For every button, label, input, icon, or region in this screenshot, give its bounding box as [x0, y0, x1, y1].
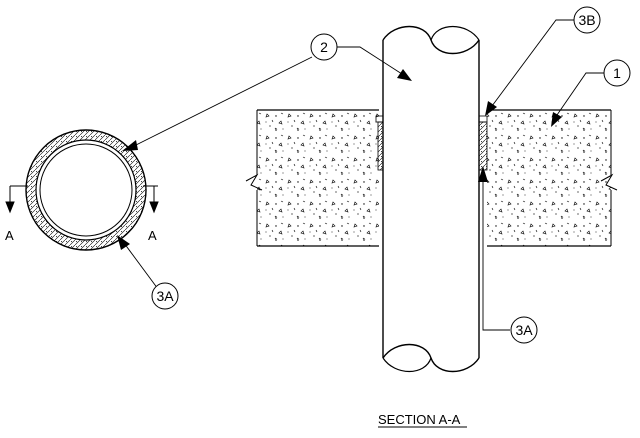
- callout-3a-section-label: 3A: [515, 322, 533, 338]
- leader-3a-section: [478, 166, 510, 331]
- concrete-slab-left: [245, 109, 379, 247]
- concrete-slab-right: [487, 109, 618, 247]
- callout-3b-label: 3B: [578, 12, 595, 28]
- pipe-plan-ring: [25, 129, 147, 251]
- section-mark-left: A: [5, 228, 14, 243]
- leader-3a-plan: [117, 235, 159, 290]
- section-mark-right: A: [148, 228, 157, 243]
- leader-3b: [485, 19, 574, 116]
- callout-2: 2: [310, 33, 338, 61]
- leader-1: [551, 72, 604, 127]
- callout-1: 1: [603, 59, 631, 87]
- plan-view: A A 3A: [5, 56, 313, 310]
- callout-3a-section: 3A: [510, 316, 538, 344]
- leader-2-section: [337, 46, 412, 81]
- callout-3a-plan-label: 3A: [156, 288, 174, 304]
- section-view: 2 3B 1 3A: [245, 6, 631, 428]
- leader-2-plan: [122, 56, 313, 151]
- section-title-text: SECTION A-A: [378, 412, 461, 427]
- callout-3a-plan: 3A: [151, 282, 179, 310]
- pipe-section: [382, 25, 480, 373]
- callout-2-label: 2: [320, 39, 328, 55]
- callout-3b: 3B: [573, 6, 601, 34]
- callout-1-label: 1: [613, 65, 621, 81]
- section-title: SECTION A-A: [378, 412, 467, 428]
